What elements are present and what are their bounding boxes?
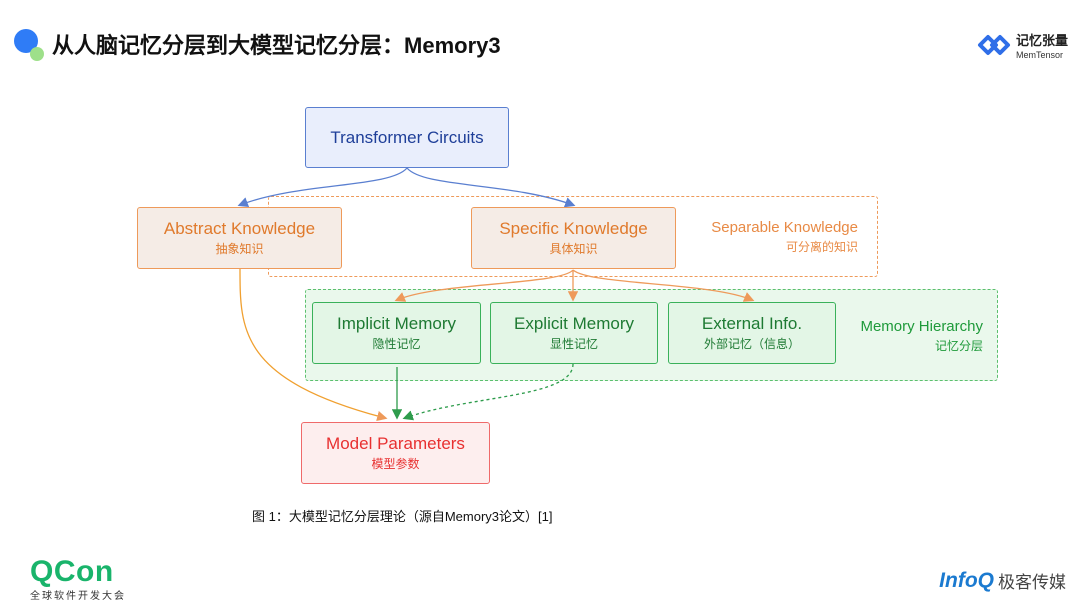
infoq-logo: InfoQ 极客传媒 [939,568,1066,593]
infoq-logo-cn: 极客传媒 [998,573,1066,592]
node-external-info: External Info. 外部记忆（信息） [668,302,836,364]
edge-specific-implicit [394,269,574,302]
figure-caption: 图 1：大模型记忆分层理论（源自Memory3论文）[1] [252,509,553,524]
qcon-logo: QCon 全球软件开发大会 [30,555,126,603]
qcon-logo-text: QCon [30,555,114,588]
node-specific-knowledge-label: Specific Knowledge [499,219,648,238]
node-explicit-memory: Explicit Memory 显性记忆 [490,302,658,364]
node-transformer-circuits: Transformer Circuits [305,107,509,168]
brand-name: 记忆张量 [1015,33,1068,48]
node-abstract-knowledge: Abstract Knowledge 抽象知识 [137,207,342,269]
title-bullet-icon [14,29,44,61]
node-external-info-label: External Info. [701,314,803,333]
node-abstract-knowledge-sublabel: 抽象知识 [215,242,264,256]
node-explicit-memory-sublabel: 显性记忆 [549,337,598,351]
memory-hierarchy-subtitle: 记忆分层 [934,339,983,353]
node-model-parameters: Model Parameters 模型参数 [301,422,490,484]
memory-hierarchy-title: Memory Hierarchy [860,318,983,335]
memory-hierarchy-label: Memory Hierarchy 记忆分层 [860,318,983,354]
edge-abstract-params [239,268,388,422]
separable-knowledge-title: Separable Knowledge [711,219,858,236]
node-model-parameters-label: Model Parameters [326,434,465,453]
node-implicit-memory-sublabel: 隐性记忆 [372,337,421,351]
node-implicit-memory-label: Implicit Memory [336,314,456,333]
node-abstract-knowledge-label: Abstract Knowledge [163,219,316,238]
separable-knowledge-label: Separable Knowledge 可分离的知识 [711,219,858,255]
node-explicit-memory-label: Explicit Memory [514,314,634,333]
edge-explicit-params [402,363,574,421]
page-title: 从人脑记忆分层到大模型记忆分层：Memory3 [52,33,501,58]
node-implicit-memory: Implicit Memory 隐性记忆 [312,302,481,364]
node-transformer-circuits-label: Transformer Circuits [330,127,484,147]
separable-knowledge-subtitle: 可分离的知识 [785,240,858,254]
edge-specific-external [572,269,755,302]
edge-transformer-specific [406,167,576,208]
brand-name-en: MemTensor [1015,50,1063,60]
memtensor-logo: 记忆张量 MemTensor [976,30,1068,60]
node-external-info-sublabel: 外部记忆（信息） [703,337,800,351]
node-model-parameters-sublabel: 模型参数 [371,457,420,471]
memtensor-logo-icon [977,35,1010,55]
infoq-logo-text: InfoQ [939,568,994,592]
node-specific-knowledge-sublabel: 具体知识 [549,242,598,256]
node-specific-knowledge: Specific Knowledge 具体知识 [471,207,676,269]
qcon-subtitle: 全球软件开发大会 [30,591,126,602]
edge-transformer-abstract [237,167,408,208]
